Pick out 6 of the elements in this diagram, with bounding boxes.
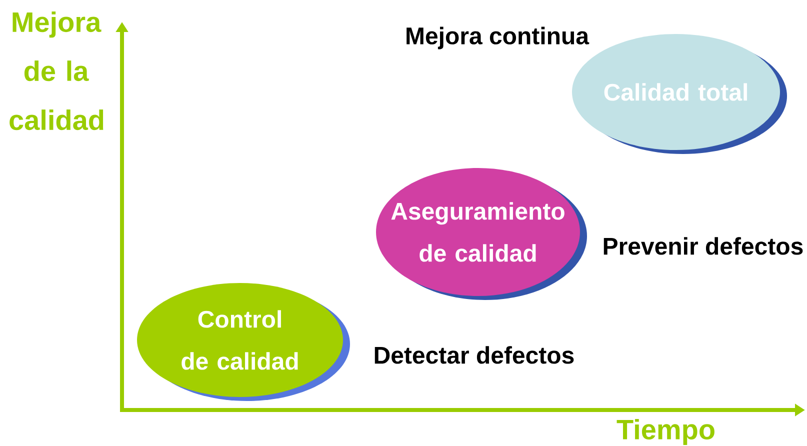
beside-label: Detectar defectos [374, 346, 574, 364]
ellipse-node: Aseguramiento de calidad [376, 168, 587, 300]
axis-title: Tiempo [616, 418, 714, 446]
beside-label: Prevenir defectos [604, 237, 803, 255]
axis-title: Mejora de la calidad [10, 12, 104, 130]
ellipse-node: Control de calidad [137, 283, 350, 401]
